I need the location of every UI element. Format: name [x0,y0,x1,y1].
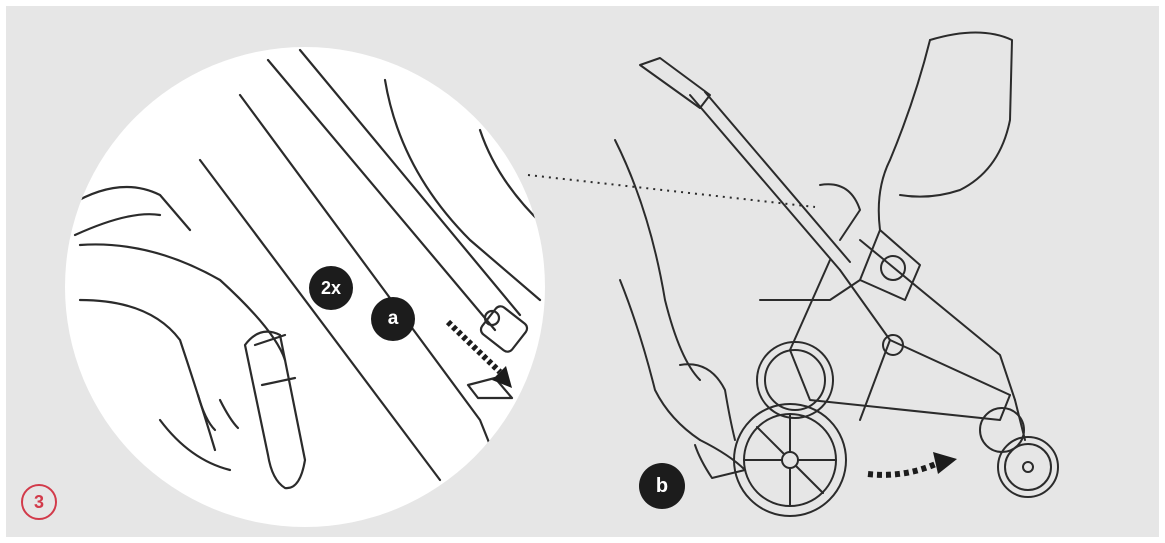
step-number-badge: 3 [21,484,57,520]
hand [68,185,307,490]
detail-circle [65,47,545,527]
callout-badge-b: b [639,463,685,509]
stroller-illustration [614,31,1059,517]
repeat-badge: 2x [309,266,353,310]
push-arrow-icon [445,319,512,388]
roll-arrow-icon [867,452,957,478]
latch-clip [466,305,529,400]
callout-badge-a: a [371,297,415,341]
